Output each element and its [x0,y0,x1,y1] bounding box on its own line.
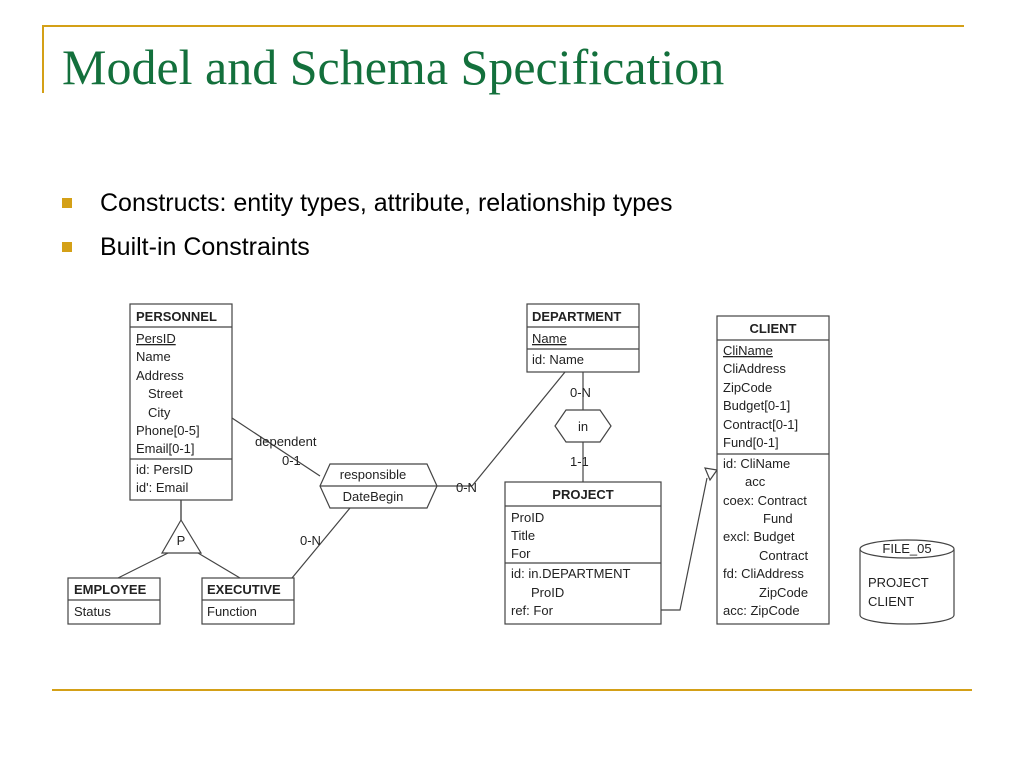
file-content: PROJECT [868,575,929,590]
constraint: id': Email [136,480,188,495]
entity-name: PERSONNEL [136,309,217,324]
bullet-text: Built-in Constraints [100,233,310,261]
attribute: For [511,546,531,561]
file-content: CLIENT [868,594,914,609]
attribute: Status [74,604,111,619]
bullet-text: Constructs: entity types, attribute, rel… [100,189,673,217]
attribute: Contract[0-1] [723,417,798,432]
attribute: ZipCode [723,380,772,395]
attribute: CliAddress [723,361,786,376]
cardinality-label: 0-1 [282,453,301,468]
constraint: excl: Budget [723,529,795,544]
constraint: id: PersID [136,462,193,477]
constraint: ref: For [511,603,554,618]
constraint: acc [745,474,766,489]
attribute: PersID [136,331,176,346]
entity-department: DEPARTMENT Name id: Name [526,303,640,373]
cardinality-label: 0-N [570,385,591,400]
constraint: ZipCode [759,585,808,600]
attribute: Fund[0-1] [723,435,779,450]
constraint: Contract [759,548,809,563]
relationship-name: responsible [340,467,407,482]
isa-label: P [177,533,186,548]
constraint: id: Name [532,352,584,367]
entity-client: CLIENT CliName CliAddress ZipCode Budget… [716,315,830,625]
bullet-item: Constructs: entity types, attribute, rel… [62,186,673,230]
project-to-department-line [471,371,566,487]
attribute: ProID [511,510,544,525]
cardinality-label: 0-N [300,533,321,548]
constraint: Fund [763,511,793,526]
attribute: Budget[0-1] [723,398,790,413]
attribute: Street [148,386,183,401]
constraint: id: in.DEPARTMENT [511,566,630,581]
attribute: Email[0-1] [136,441,195,456]
cardinality-label: 0-N [456,480,477,495]
relationship-name: in [578,419,588,434]
file-cylinder: FILE_05 PROJECT CLIENT [859,539,955,625]
attribute: Function [207,604,257,619]
bullet-square-icon [62,242,72,252]
role-label-dependent: dependent [255,434,317,449]
isa-triangle: P [160,518,203,554]
cardinality-label: 1-1 [570,454,589,469]
relationship-responsible: responsible DateBegin [319,463,438,509]
slide-title: Model and Schema Specification [62,39,725,95]
isa-to-employee-line [117,552,169,579]
bottom-rule [52,689,972,691]
entity-executive: EXECUTIVE Function [201,577,295,625]
constraint: acc: ZipCode [723,603,800,618]
constraint: id: CliName [723,456,790,471]
attribute: City [148,405,171,420]
attribute: Address [136,368,184,383]
isa-to-executive-line [197,552,241,579]
bullet-item: Built-in Constraints [62,230,673,274]
responsible-to-executive-line [291,507,351,579]
entity-name: EXECUTIVE [207,582,281,597]
entity-project: PROJECT ProID Title For id: in.DEPARTMEN… [504,481,662,625]
entity-personnel: PERSONNEL PersID Name Address Street Cit… [129,303,233,501]
left-rule [42,25,44,93]
attribute: Title [511,528,535,543]
attribute: Name [136,349,171,364]
bullet-list: Constructs: entity types, attribute, rel… [62,186,673,274]
attribute: CliName [723,343,773,358]
entity-name: EMPLOYEE [74,582,147,597]
entity-name: CLIENT [750,321,797,336]
entity-name: PROJECT [552,487,613,502]
constraint: ProID [531,585,564,600]
dependent-line [231,417,321,477]
relationship-attribute: DateBegin [343,489,404,504]
ref-line [661,477,708,611]
connectors [117,371,719,611]
entity-name: DEPARTMENT [532,309,621,324]
entity-employee: EMPLOYEE Status [67,577,161,625]
top-rule [42,25,964,27]
attribute: Phone[0-5] [136,423,200,438]
constraint: coex: Contract [723,493,807,508]
constraint: fd: CliAddress [723,566,804,581]
bullet-square-icon [62,198,72,208]
file-name: FILE_05 [882,541,931,556]
attribute: Name [532,331,567,346]
diagram-labels: dependent 0-1 0-N 0-N 0-N 1-1 [255,385,591,548]
ref-arrow-icon [704,467,719,482]
relationship-in: in [554,409,612,443]
